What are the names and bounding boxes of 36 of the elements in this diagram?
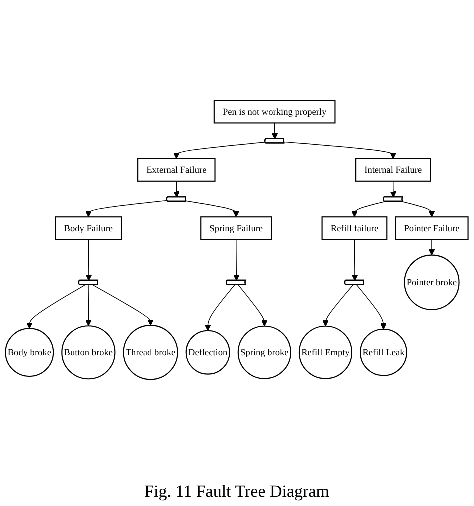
arrow	[284, 142, 396, 160]
node-circle: Deflection	[186, 330, 230, 375]
arrow	[352, 201, 386, 218]
node-box: Pointer Failure	[395, 216, 469, 240]
node-circle: Spring broke	[238, 326, 292, 380]
arrow	[86, 239, 92, 281]
figure-caption: Fig. 11 Fault Tree Diagram	[144, 481, 330, 503]
arrow	[428, 239, 436, 256]
node-box: Spring Failure	[200, 216, 272, 240]
arrow	[174, 142, 266, 160]
arrow	[86, 200, 168, 218]
arrow	[390, 180, 397, 198]
node-box: Body Failure	[55, 216, 122, 240]
node-box: Refill failure	[322, 216, 388, 240]
arrow	[92, 284, 154, 326]
arrow	[352, 239, 358, 281]
node-circle: Button broke	[62, 325, 116, 380]
arrow	[322, 284, 354, 326]
arrow	[186, 200, 240, 218]
arrow	[26, 284, 86, 329]
node-circle: Refill Leak	[360, 328, 408, 376]
arrow	[272, 122, 278, 140]
arrow	[174, 180, 180, 198]
node-circle: Thread broke	[123, 324, 178, 380]
node-circle: Refill Empty	[298, 326, 353, 380]
arrow	[356, 284, 387, 330]
arrow	[238, 284, 268, 326]
node-box: External Failure	[138, 158, 216, 182]
arrow	[86, 284, 92, 326]
arrow	[204, 284, 236, 331]
arrow	[234, 239, 240, 281]
node-circle: Body broke	[5, 328, 54, 377]
arrow	[402, 201, 436, 218]
node-box: Internal Failure	[356, 158, 432, 182]
node-box: Pen is not working properly	[214, 100, 336, 124]
node-circle: Pointer broke	[404, 254, 460, 310]
